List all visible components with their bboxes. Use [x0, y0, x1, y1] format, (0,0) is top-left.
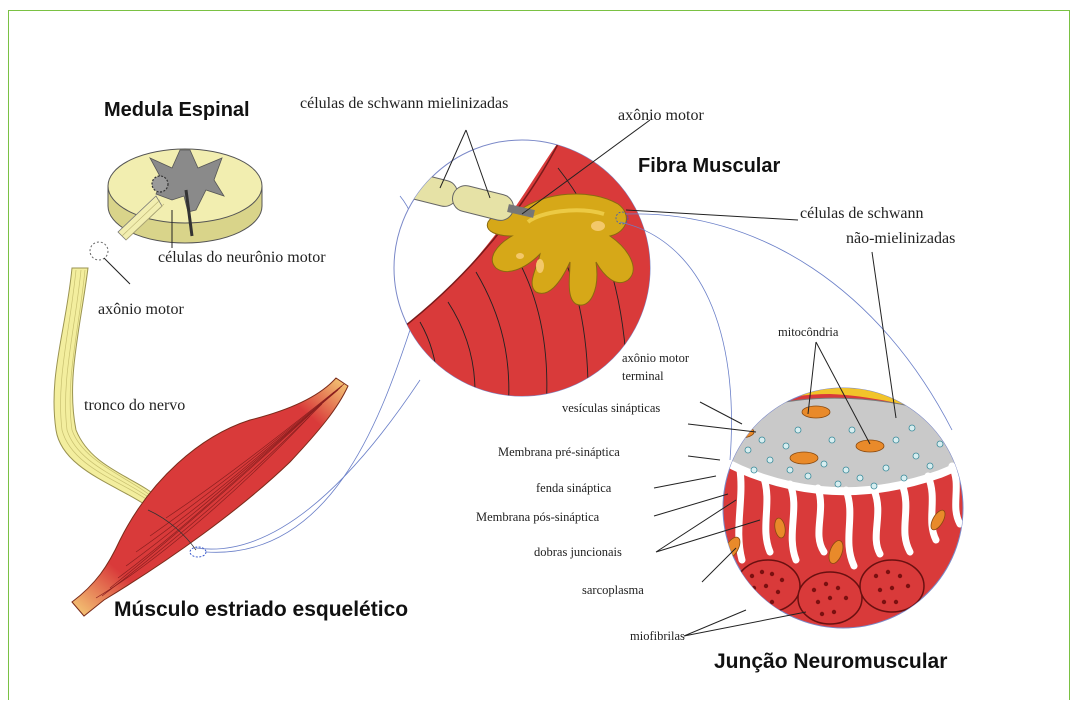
- title-skeletal-muscle: Músculo estriado esquelético: [114, 598, 408, 621]
- label-mitochondria: mitocôndria: [778, 325, 839, 339]
- label-nerve-trunk: tronco do nervo: [84, 397, 185, 414]
- label-motor-axon-left: axônio motor: [98, 301, 184, 318]
- spinal-cord: [90, 149, 262, 260]
- label-unmyelinated-schwann-1: células de schwann: [800, 205, 924, 222]
- motor-axon-dashed-circle: [90, 242, 108, 260]
- label-synaptic-vesicles: vesículas sinápticas: [562, 401, 660, 415]
- label-postsynaptic-membrane: Membrana pós-sináptica: [476, 510, 600, 524]
- nmj-zoom: [700, 380, 990, 628]
- label-myofibrils: miofibrilas: [630, 629, 685, 643]
- label-terminal-axon-1: axônio motor: [622, 351, 690, 365]
- title-nmj: Junção Neuromuscular: [714, 650, 947, 673]
- label-presynaptic-membrane: Membrana pré-sináptica: [498, 445, 620, 459]
- label-myelinated-schwann: células de schwann mielinizadas: [300, 95, 508, 112]
- title-spinal-cord: Medula Espinal: [104, 99, 250, 121]
- label-sarcoplasm: sarcoplasma: [582, 583, 644, 597]
- label-unmyelinated-schwann-2: não-mielinizadas: [846, 230, 955, 247]
- title-muscle-fiber: Fibra Muscular: [638, 155, 780, 177]
- motor-neuron-cells-circle: [152, 176, 168, 192]
- label-motor-axon-top: axônio motor: [618, 107, 704, 124]
- label-synaptic-cleft: fenda sináptica: [536, 481, 612, 495]
- label-terminal-axon-2: terminal: [622, 369, 664, 383]
- label-junctional-folds: dobras juncionais: [534, 545, 622, 559]
- label-motor-neuron-cells: células do neurônio motor: [158, 249, 326, 266]
